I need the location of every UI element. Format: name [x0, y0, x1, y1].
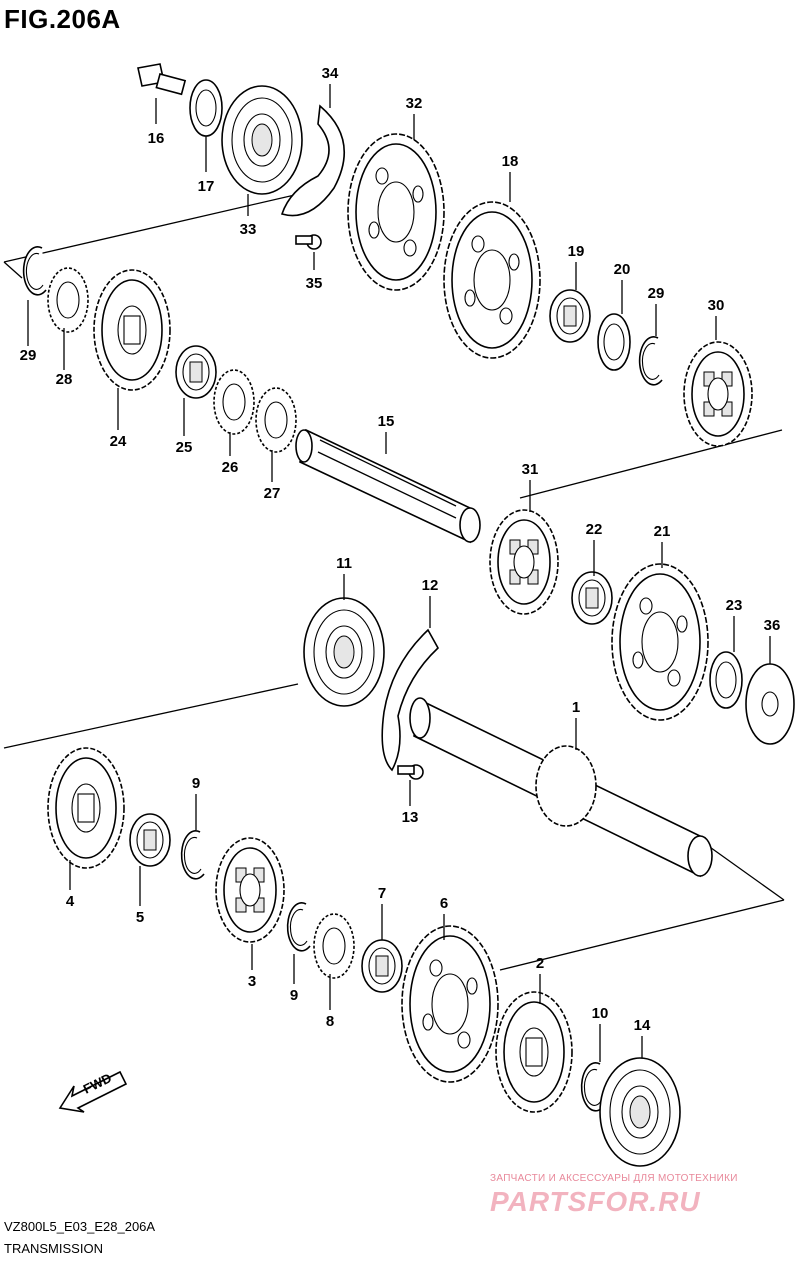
fwd-arrow-icon: FWD [58, 1070, 128, 1113]
circlip-29-left [22, 245, 47, 296]
circlip-9-upper [180, 829, 205, 880]
bearing-14 [599, 1057, 681, 1167]
main-shaft-1 [409, 697, 713, 878]
washer-27 [255, 387, 297, 453]
screw-35 [295, 234, 322, 250]
frame-line-bottom [3, 683, 299, 749]
label-part-36: 36 [764, 617, 781, 634]
label-part-9-upper: 9 [192, 775, 200, 792]
frame-line-bottom-right [499, 899, 785, 971]
label-part-30: 30 [708, 297, 725, 314]
circlip-9-lower [286, 901, 311, 952]
frame-line-bottom-diag [699, 839, 785, 901]
label-part-29-upper: 29 [648, 285, 665, 302]
gear-6 [401, 925, 499, 1083]
gear-30 [683, 341, 753, 447]
figure-code: VZ800L5_E03_E28_206A [4, 1219, 156, 1234]
label-part-13: 13 [402, 809, 419, 826]
label-part-25: 25 [176, 439, 193, 456]
label-part-4: 4 [66, 893, 75, 910]
watermark-logo: PARTSFOR.RU [490, 1186, 701, 1217]
seal-36 [745, 663, 795, 745]
bearing-33 [221, 85, 303, 195]
bushing-5 [129, 813, 171, 867]
circlip-29-upper [638, 335, 663, 386]
washer-20 [597, 313, 631, 371]
washer-26 [213, 369, 255, 435]
retainer-plate-12 [381, 628, 440, 772]
label-part-34: 34 [322, 65, 339, 82]
label-part-8: 8 [326, 1013, 334, 1030]
gear-2 [495, 991, 573, 1113]
label-part-22: 22 [586, 521, 603, 538]
retainer-plate-34 [280, 104, 346, 217]
gear-31 [489, 509, 559, 615]
label-part-21: 21 [654, 523, 671, 540]
label-part-7: 7 [378, 885, 386, 902]
label-part-2: 2 [536, 955, 544, 972]
label-part-17: 17 [198, 178, 215, 195]
bearing-11 [303, 597, 385, 707]
gear-18 [443, 201, 541, 359]
frame-line-top-left [3, 261, 23, 279]
label-part-12: 12 [422, 577, 439, 594]
watermark-tagline: ЗАПЧАСТИ И АКСЕССУАРЫ ДЛЯ МОТОТЕХНИКИ [490, 1173, 738, 1184]
label-part-1: 1 [572, 699, 580, 716]
figure-title: FIG.206A [4, 4, 121, 34]
label-part-23: 23 [726, 597, 743, 614]
gear-24 [93, 269, 171, 391]
label-part-32: 32 [406, 95, 423, 112]
bushing-7 [361, 939, 403, 993]
frame-line-top-right [519, 429, 783, 499]
bolt-16 [137, 63, 187, 96]
label-part-29-left: 29 [20, 347, 37, 364]
gear-3 [215, 837, 285, 943]
gear-4 [47, 747, 125, 869]
washer-28 [47, 267, 89, 333]
bushing-25 [175, 345, 217, 399]
label-part-9-lower: 9 [290, 987, 298, 1004]
label-part-31: 31 [522, 461, 539, 478]
label-part-16: 16 [148, 130, 165, 147]
figure-name: TRANSMISSION [4, 1241, 103, 1256]
label-part-19: 19 [568, 243, 585, 260]
washer-8 [313, 913, 355, 979]
label-part-14: 14 [634, 1017, 651, 1034]
bushing-19 [549, 289, 591, 343]
gear-21 [611, 563, 709, 721]
leader-lines [27, 84, 771, 1062]
label-part-26: 26 [222, 459, 239, 476]
label-part-5: 5 [136, 909, 144, 926]
countershaft-15 [295, 428, 481, 544]
label-part-24: 24 [110, 433, 127, 450]
label-part-33: 33 [240, 221, 257, 238]
label-part-27: 27 [264, 485, 281, 502]
screw-13 [397, 764, 424, 780]
label-part-10: 10 [592, 1005, 609, 1022]
label-part-20: 20 [614, 261, 631, 278]
gear-32 [347, 133, 445, 291]
label-part-35: 35 [306, 275, 323, 292]
washer-17 [189, 79, 223, 137]
label-part-28: 28 [56, 371, 73, 388]
bushing-22 [571, 571, 613, 625]
label-part-15: 15 [378, 413, 395, 430]
label-part-11: 11 [336, 555, 352, 572]
label-part-6: 6 [440, 895, 448, 912]
label-part-18: 18 [502, 153, 519, 170]
part-labels: 16 17 33 34 35 32 18 19 20 29 30 29 28 2… [20, 65, 781, 1034]
frame-line-top [3, 190, 313, 263]
washer-23 [709, 651, 743, 709]
label-part-3: 3 [248, 973, 256, 990]
